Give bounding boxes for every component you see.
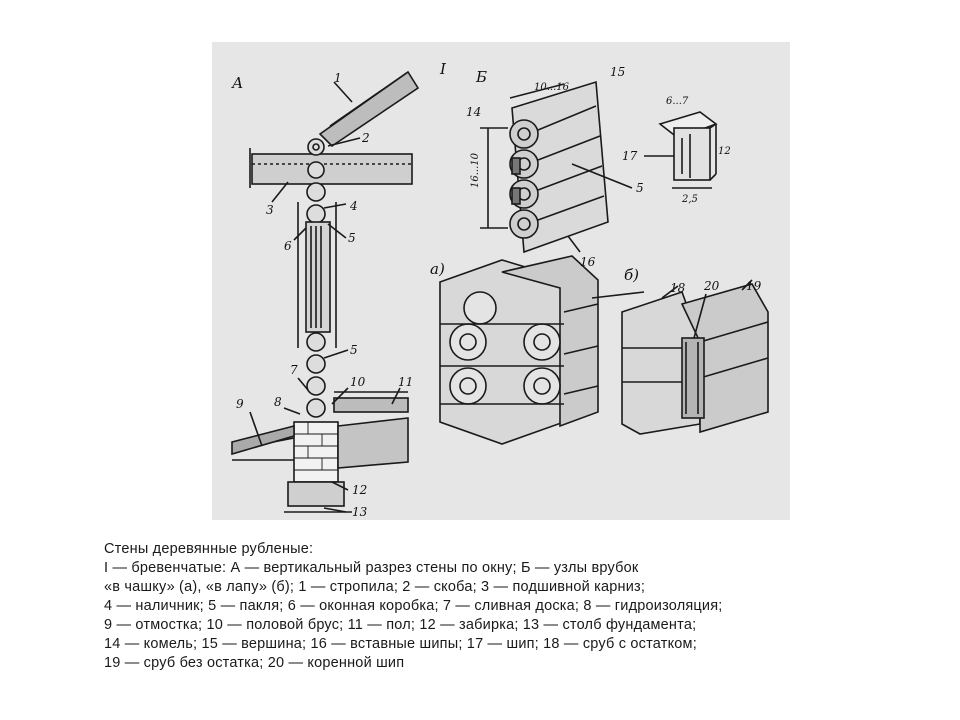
label-18: 18	[670, 281, 686, 295]
corner-joint-in-cup	[439, 255, 599, 445]
dim-6-7: 6...7	[666, 96, 689, 107]
label-A: А	[231, 74, 243, 92]
label-1: 1	[334, 71, 342, 85]
figure-caption: Стены деревянные рубленые: I — бревенчат…	[104, 540, 904, 673]
caption-line: 9 — отмостка; 10 — половой брус; 11 — по…	[104, 617, 697, 633]
label-3: 3	[266, 203, 274, 217]
dim-side: 12	[718, 146, 731, 157]
label-9: 9	[236, 397, 244, 411]
eave-soffit	[251, 153, 413, 185]
label-7: 7	[290, 363, 298, 377]
label-b: б)	[624, 266, 639, 284]
caption-line: Стены деревянные рубленые:	[104, 541, 314, 557]
label-13: 13	[352, 505, 368, 519]
caption-line: 14 — комель; 15 — вершина; 16 — вставные…	[104, 636, 697, 652]
label-5-mid: 5	[350, 343, 358, 357]
label-8: 8	[274, 395, 282, 409]
technical-drawing: А I Б а) б) 1 2 3 4 5 6 5 7 8 10 11 9 12…	[212, 42, 790, 520]
label-5-right: 5	[636, 181, 644, 195]
caption-line: 4 — наличник; 5 — пакля; 6 — оконная кор…	[104, 598, 723, 614]
caption-line: I — бревенчатые: А — вертикальный разрез…	[104, 560, 639, 576]
caption-line: «в чашку» (а), «в лапу» (б); 1 — стропил…	[104, 579, 646, 595]
label-16: 16	[580, 255, 596, 269]
window-box	[305, 221, 331, 333]
label-a: а)	[430, 260, 445, 278]
label-19: 19	[746, 279, 762, 293]
label-2: 2	[361, 131, 370, 145]
drawing-canvas: А I Б а) б) 1 2 3 4 5 6 5 7 8 10 11 9 12…	[231, 60, 769, 519]
dowel	[673, 127, 711, 181]
label-12: 12	[352, 483, 367, 497]
label-5-top: 5	[348, 231, 356, 245]
label-14: 14	[466, 105, 481, 119]
label-11: 11	[398, 375, 413, 389]
log-joint-section	[509, 80, 609, 254]
foundation-post	[293, 421, 339, 483]
label-B: Б	[475, 68, 487, 86]
dim-2-5: 2,5	[681, 194, 698, 205]
label-I: I	[439, 60, 447, 78]
dim-16-10: 16...10	[470, 152, 481, 188]
label-4: 4	[349, 199, 358, 213]
label-6: 6	[284, 239, 292, 253]
label-15: 15	[610, 65, 625, 79]
label-10: 10	[350, 375, 366, 389]
label-17: 17	[622, 149, 638, 163]
label-20: 20	[703, 279, 720, 293]
corner-joint-in-paw	[621, 283, 769, 435]
caption-line: 19 — сруб без остатка; 20 — коренной шип	[104, 655, 405, 671]
dim-10-16: 10...16	[534, 82, 570, 93]
